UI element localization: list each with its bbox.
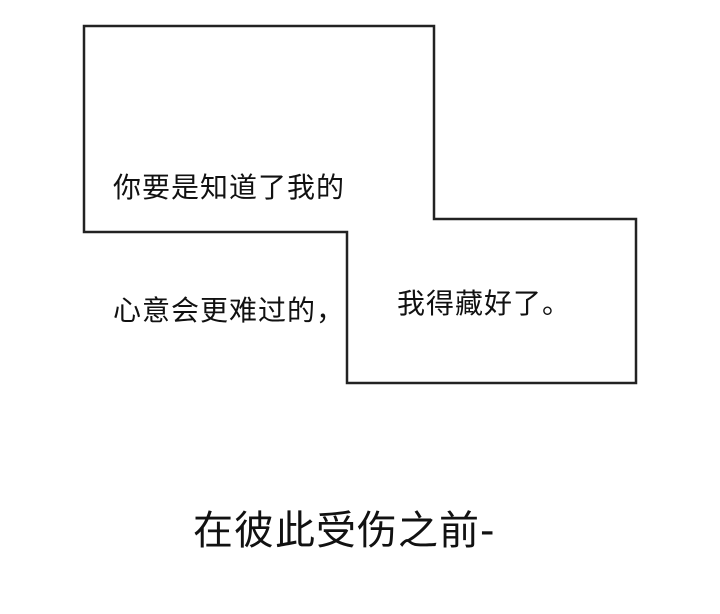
bubble-text-upper: 你要是知道了我的 心意会更难过的， bbox=[113, 85, 345, 372]
caption-text: 在彼此受伤之前- bbox=[193, 508, 496, 554]
bubble-line-2: 心意会更难过的， bbox=[113, 294, 346, 327]
bubble-line-1: 你要是知道了我的 bbox=[113, 171, 346, 204]
bubble-text-lower: 我得藏好了。 bbox=[397, 287, 572, 320]
